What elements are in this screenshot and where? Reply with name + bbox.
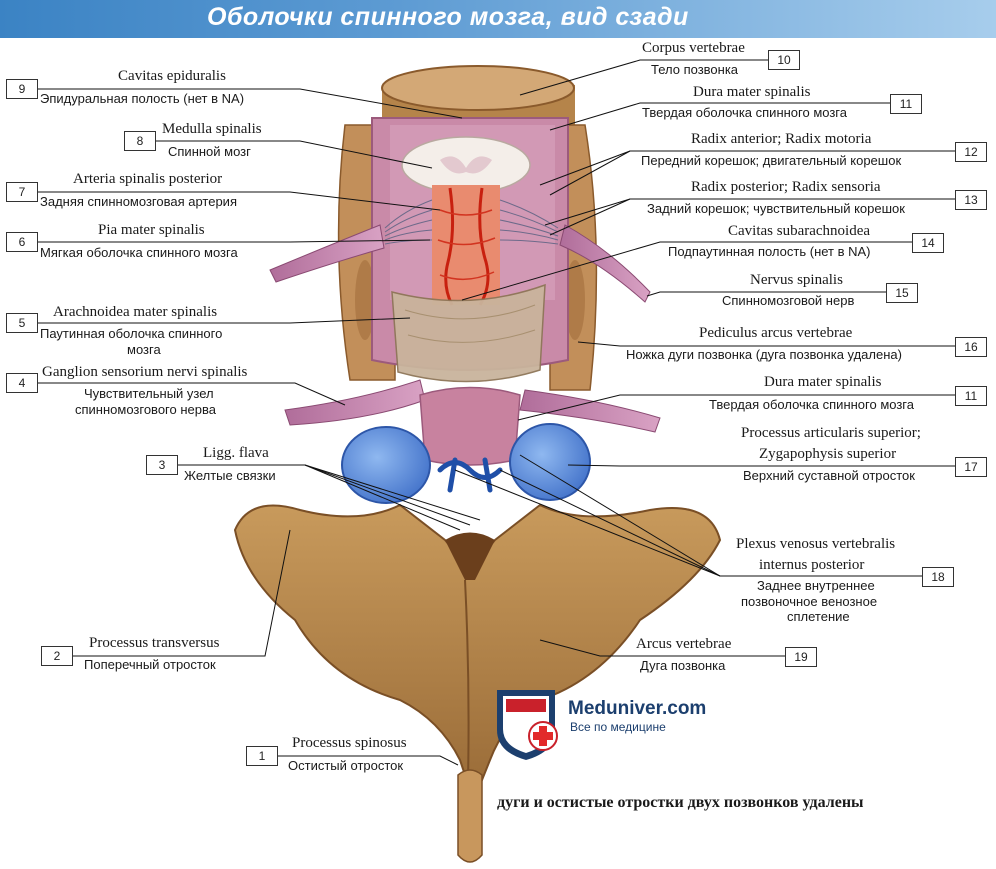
label-number-14: 14 bbox=[912, 233, 944, 253]
label-nervus-spinalis-ru: Спинномозговой нерв bbox=[722, 293, 855, 308]
label-arachnoidea-latin: Arachnoidea mater spinalis bbox=[53, 304, 218, 320]
label-corpus-vertebrae-latin: Corpus vertebrae bbox=[642, 40, 745, 56]
label-cavitas-epiduralis-ru: Эпидуральная полость (нет в NA) bbox=[40, 91, 245, 106]
label-medulla-spinalis-latin: Medulla spinalis bbox=[162, 121, 262, 137]
plexus-venosus bbox=[437, 457, 503, 493]
label-pediculus-latin: Pediculus arcus vertebrae bbox=[699, 325, 853, 341]
label-ganglion-latin: Ganglion sensorium nervi spinalis bbox=[42, 364, 248, 380]
label-number-7: 7 bbox=[6, 182, 38, 202]
label-nervus-spinalis-latin: Nervus spinalis bbox=[750, 272, 843, 288]
label-number-15: 15 bbox=[886, 283, 918, 303]
label-dura-mater-bottom-ru: Твердая оболочка спинного мозга bbox=[709, 397, 914, 412]
label-number-13: 13 bbox=[955, 190, 987, 210]
label-number-6: 6 bbox=[6, 232, 38, 252]
label-processus-spinosus-ru: Остистый отросток bbox=[288, 758, 404, 773]
page-title: Оболочки спинного мозга, вид сзади bbox=[207, 3, 689, 31]
arcus-vertebrae bbox=[233, 503, 722, 791]
processus-spinosus bbox=[457, 769, 483, 863]
label-articularis-latin2: Zygapophysis superior bbox=[759, 446, 897, 462]
label-radix-posterior-ru: Задний корешок; чувствительный корешок bbox=[647, 201, 905, 216]
label-number-9: 9 bbox=[6, 79, 38, 99]
label-cavitas-subarachnoidea-ru: Подпаутинная полость (нет в NA) bbox=[668, 244, 871, 259]
label-corpus-vertebrae-ru: Тело позвонка bbox=[651, 62, 739, 77]
label-dura-mater-bottom-latin: Dura mater spinalis bbox=[764, 374, 882, 390]
label-number-2: 2 bbox=[41, 646, 73, 666]
nervus-spinalis bbox=[269, 224, 661, 433]
label-articularis-latin1: Processus articularis superior; bbox=[741, 425, 921, 441]
label-medulla-spinalis-ru: Спинной мозг bbox=[168, 144, 251, 159]
meduniver-logo bbox=[497, 690, 558, 760]
label-number-19: 19 bbox=[785, 647, 817, 667]
arachnoidea-mater-spinalis bbox=[391, 283, 546, 383]
label-plexus-latin2: internus posterior bbox=[759, 557, 865, 573]
label-arteria-spinalis-ru: Задняя спинномозговая артерия bbox=[40, 194, 237, 209]
footnote: дуги и остистые отростки двух позвонков … bbox=[497, 794, 864, 811]
label-number-11-top: 11 bbox=[890, 94, 922, 114]
label-arteria-spinalis-latin: Arteria spinalis posterior bbox=[73, 171, 223, 187]
label-ganglion-ru1: Чувствительный узел bbox=[84, 386, 214, 401]
label-number-16: 16 bbox=[955, 337, 987, 357]
label-processus-transversus-latin: Processus transversus bbox=[89, 635, 220, 651]
label-processus-spinosus-latin: Processus spinosus bbox=[292, 735, 407, 751]
label-plexus-latin1: Plexus venosus vertebralis bbox=[736, 536, 896, 552]
label-articularis-ru: Верхний суставной отросток bbox=[743, 468, 915, 483]
label-processus-transversus-ru: Поперечный отросток bbox=[84, 657, 216, 672]
leader-lines bbox=[36, 59, 955, 766]
label-pia-mater-latin: Pia mater spinalis bbox=[98, 222, 205, 238]
watermark-name: Meduniver.com bbox=[568, 698, 707, 719]
label-cavitas-subarachnoidea-latin: Cavitas subarachnoidea bbox=[728, 223, 871, 239]
label-number-4: 4 bbox=[6, 373, 38, 393]
label-dura-mater-top-ru: Твердая оболочка спинного мозга bbox=[642, 105, 847, 120]
label-plexus-ru1: Заднее внутреннее bbox=[757, 578, 875, 593]
label-number-17: 17 bbox=[955, 457, 987, 477]
watermark-subtitle: Все по медицине bbox=[570, 720, 666, 734]
label-number-3: 3 bbox=[146, 455, 178, 475]
label-plexus-ru3: сплетение bbox=[787, 609, 850, 624]
label-ganglion-ru2: спинномозгового нерва bbox=[75, 402, 216, 417]
label-number-10: 10 bbox=[768, 50, 800, 70]
label-plexus-ru2: позвоночное венозное bbox=[741, 594, 878, 609]
label-number-18: 18 bbox=[922, 567, 954, 587]
label-number-11-bottom: 11 bbox=[955, 386, 987, 406]
label-radix-anterior-ru: Передний корешок; двигательный корешок bbox=[641, 153, 902, 168]
title-bar: Оболочки спинного мозга, вид сзади bbox=[0, 0, 996, 38]
label-arcus-vertebrae-ru: Дуга позвонка bbox=[640, 658, 726, 673]
label-ligg-flava-ru: Желтые связки bbox=[184, 468, 276, 483]
medulla-spinalis bbox=[401, 136, 531, 194]
label-number-5: 5 bbox=[6, 313, 38, 333]
label-arachnoidea-ru2: мозга bbox=[127, 342, 161, 357]
label-dura-mater-top-latin: Dura mater spinalis bbox=[693, 84, 811, 100]
label-pia-mater-ru: Мягкая оболочка спинного мозга bbox=[40, 245, 238, 260]
label-radix-anterior-latin: Radix anterior; Radix motoria bbox=[691, 131, 872, 147]
label-number-12: 12 bbox=[955, 142, 987, 162]
label-arachnoidea-ru1: Паутинная оболочка спинного bbox=[40, 326, 223, 341]
label-pediculus-ru: Ножка дуги позвонка (дуга позвонка удале… bbox=[626, 347, 902, 362]
label-number-8: 8 bbox=[124, 131, 156, 151]
dura-mater-lower bbox=[419, 386, 521, 466]
arteria-spinalis-posterior bbox=[432, 185, 500, 306]
label-cavitas-epiduralis-latin: Cavitas epiduralis bbox=[118, 68, 226, 84]
label-radix-posterior-latin: Radix posterior; Radix sensoria bbox=[691, 179, 881, 195]
label-number-1: 1 bbox=[246, 746, 278, 766]
label-arcus-vertebrae-latin: Arcus vertebrae bbox=[636, 636, 732, 652]
label-ligg-flava-latin: Ligg. flava bbox=[203, 445, 269, 461]
